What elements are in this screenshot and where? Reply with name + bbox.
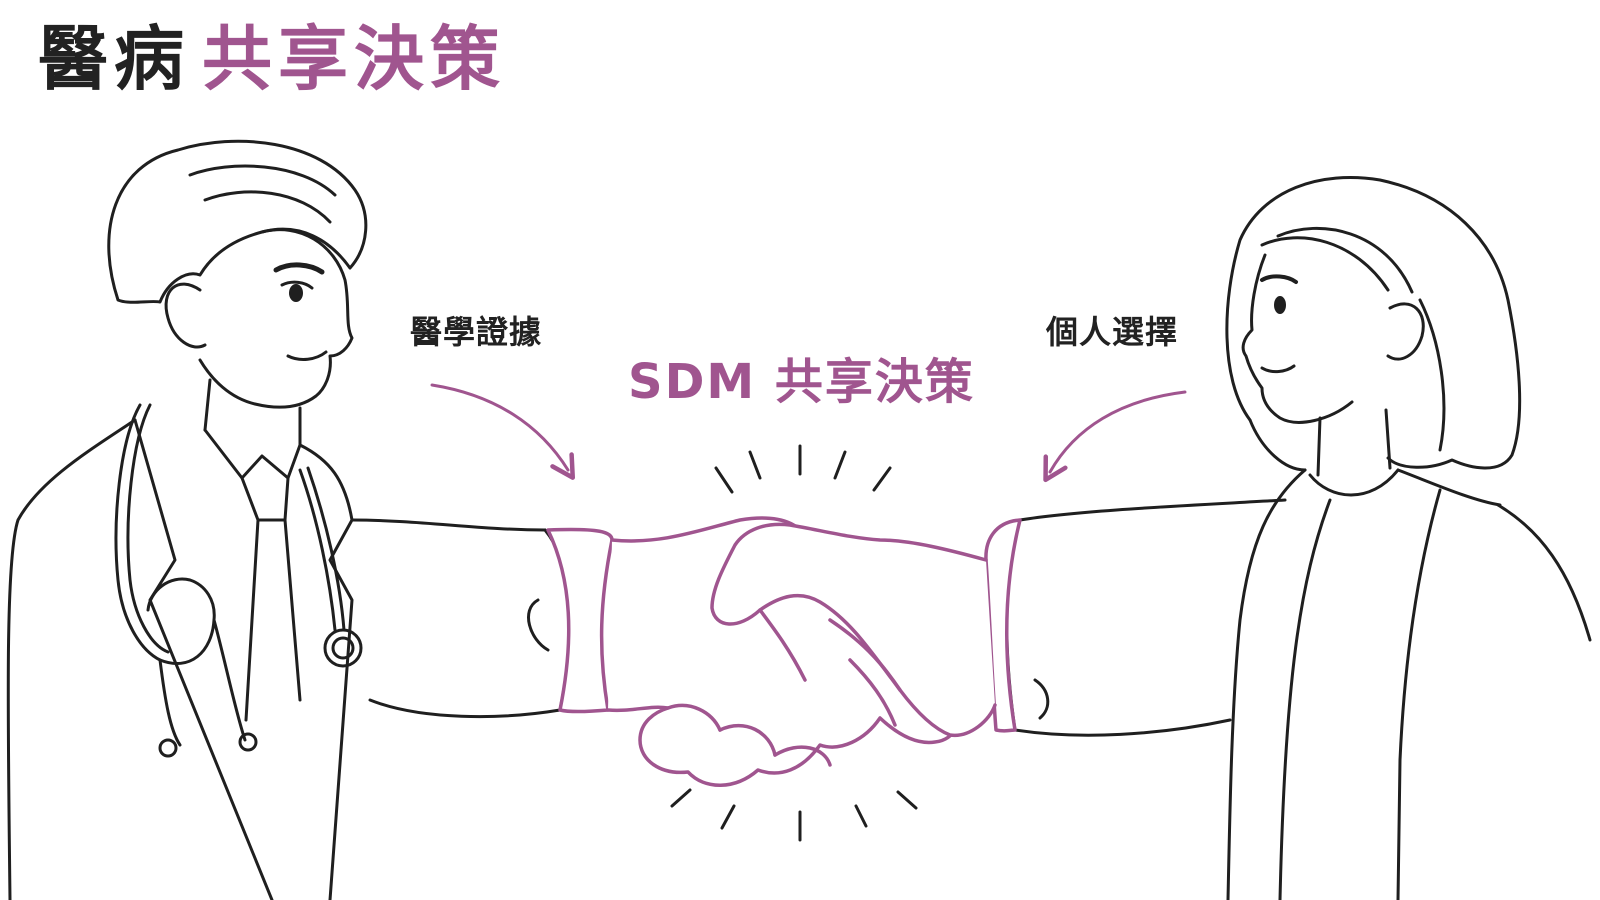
handshake-icon	[546, 516, 1022, 787]
label-sdm: SDM 共享決策	[628, 354, 975, 410]
doctor-sleeve	[368, 698, 562, 719]
label-personal-choice: 個人選擇	[1046, 313, 1179, 351]
doctor-figure	[6, 139, 572, 900]
arrow-evidence	[430, 383, 576, 480]
patient-cardigan	[1226, 468, 1307, 900]
stethoscope-icon	[114, 403, 363, 758]
title-dark-part: 醫病	[38, 18, 190, 100]
patient-figure	[1005, 176, 1592, 900]
patient-sleeve	[1018, 498, 1287, 522]
doctor-hair	[107, 139, 368, 304]
label-medical-evidence: 醫學證據	[410, 313, 543, 351]
arrow-choice	[1043, 390, 1187, 483]
doctor-coat	[6, 418, 137, 900]
patient-ear	[1386, 302, 1425, 361]
patient-hand	[710, 522, 997, 737]
doctor-face	[198, 228, 354, 409]
page-title: 醫病共享決策	[38, 24, 506, 94]
doctor-ear	[164, 282, 207, 349]
title-accent-part: 共享決策	[202, 18, 506, 100]
patient-face	[1241, 253, 1354, 424]
burst-lines	[670, 444, 918, 842]
patient-hair	[1225, 176, 1522, 470]
